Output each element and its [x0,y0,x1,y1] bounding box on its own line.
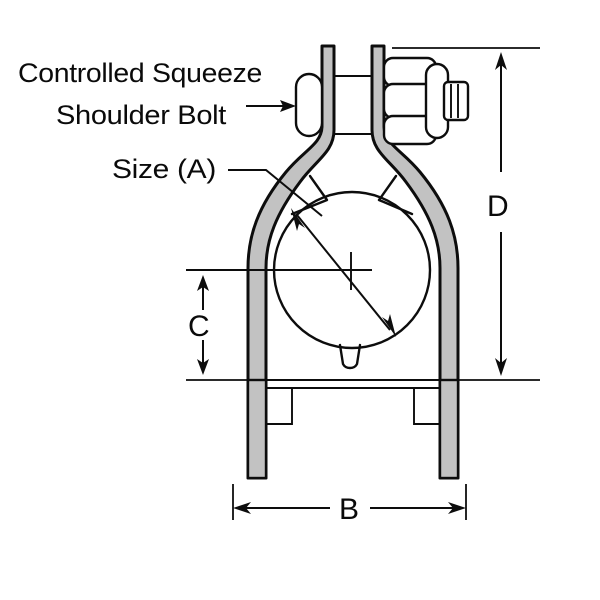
dimension-d: D [392,47,540,381]
size-leader-line [228,169,323,217]
clamp-shoulder-gaps [290,174,414,216]
b-dimension-label: B [339,493,359,526]
leg-right [438,378,460,480]
leg-left [246,378,268,480]
callout-line-2: Shoulder Bolt [56,100,227,130]
bolt-head [294,72,324,138]
d-arrowhead-bottom [495,358,507,376]
b-arrowhead-left [233,502,251,514]
shoulder-gap-left [290,174,329,216]
dimension-b: B [232,484,467,526]
diameter-arrow-line [296,214,391,331]
diameter-arrowhead-lower [382,314,396,337]
size-callout-text: Size (A) [112,154,216,184]
d-dimension-label: D [487,190,509,223]
c-arrowhead-top [197,275,209,291]
shoulder-bolt-assembly [294,56,470,146]
c-arrowhead-bottom [197,359,209,375]
b-arrowhead-right [448,502,466,514]
diameter-arrowhead-upper [291,208,305,231]
d-arrowhead-top [495,52,507,70]
callout-line-1: Controlled Squeeze [18,58,262,88]
shoulder-gap-right [377,174,414,216]
callout-size-a: Size (A) [112,154,323,217]
c-dimension-label: C [188,310,210,343]
pipe-notch [338,343,362,370]
diameter-dimension-arrow [291,208,396,337]
callout-shoulder-bolt: Controlled Squeeze Shoulder Bolt [18,58,296,130]
legs-group [246,378,460,480]
clamp-band-right [370,44,460,480]
dimension-c: C [186,269,248,381]
callout-leader-arrowhead [280,100,296,112]
threaded-end [442,80,470,122]
